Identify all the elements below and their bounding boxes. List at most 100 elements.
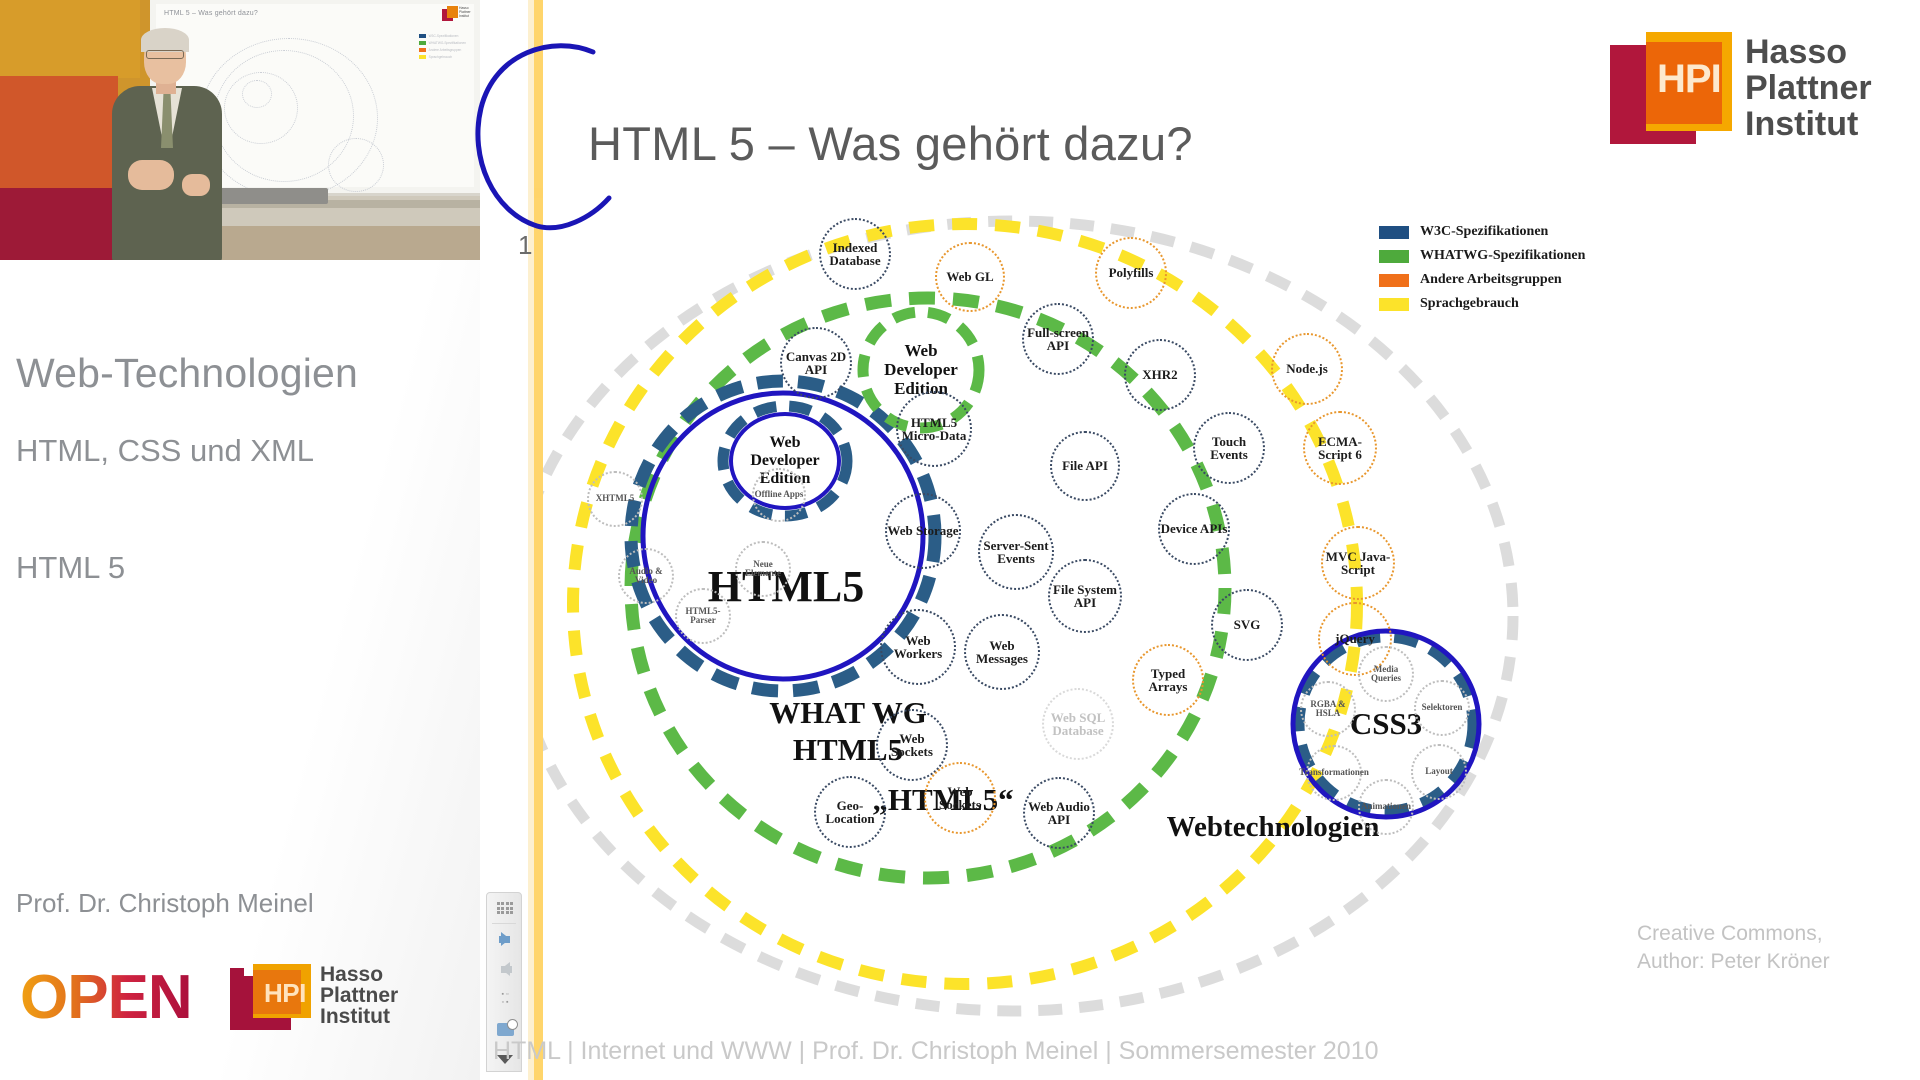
- node-ecmascript6: ECMA-Script 6: [1303, 411, 1377, 485]
- label-webtechnologien: Webtechnologien: [1166, 811, 1380, 843]
- node-touch-events: Touch Events: [1193, 412, 1265, 484]
- legend-item: WHATWG-Spezifikationen: [1379, 248, 1585, 264]
- divider-vertical: [534, 0, 543, 1080]
- ring-whatwg-html5: [624, 291, 1232, 885]
- node-web-messages: Web Messages: [964, 614, 1040, 690]
- node-nodejs: Node.js: [1271, 333, 1343, 405]
- legend-label: WHATWG-Spezifikationen: [1420, 248, 1586, 263]
- node-web-audio-api: Web Audio API: [1023, 777, 1095, 849]
- chevron-down-icon[interactable]: [487, 1044, 523, 1074]
- node-device-apis: Device APIs: [1158, 493, 1230, 565]
- page-title: HTML 5 – Was gehört dazu?: [588, 117, 1193, 170]
- projection-legend: W3C-Spezifikationen WHATWG-Spezifikation…: [418, 34, 466, 62]
- ring-webtechnologien: [543, 215, 1519, 1017]
- openhpi-orange-inner: [253, 970, 301, 1014]
- projection-slide-title: HTML 5 – Was gehört dazu?: [164, 10, 258, 17]
- node-web-sockets-blue: Web Sockets: [876, 709, 948, 781]
- legend-item: Andere Arbeitsgruppen: [1379, 272, 1585, 288]
- grid-icon[interactable]: [487, 893, 523, 923]
- credit-line-1: Creative Commons,: [1637, 922, 1823, 945]
- node-layout: Layout: [1411, 744, 1467, 800]
- course-subtitle-2: HTML 5: [16, 550, 126, 585]
- node-indexed-database: Indexed Database: [819, 218, 891, 290]
- node-file-api: File API: [1050, 431, 1120, 501]
- node-file-system-api: File System API: [1048, 559, 1122, 633]
- diagram-legend: W3C-Spezifikationen WHATWG-Spezifikation…: [1379, 224, 1585, 320]
- toolbar-divider: [492, 923, 516, 924]
- credit-note: Creative Commons, Author: Peter Kröner: [1637, 920, 1830, 976]
- node-svg: SVG: [1211, 589, 1283, 661]
- hpi-abbr-text: HPI: [1657, 57, 1722, 101]
- course-author: Prof. Dr. Christoph Meinel: [16, 888, 314, 918]
- video-laptop: [218, 188, 328, 204]
- player-toolbar[interactable]: ▪ ▫▫ ▪: [486, 892, 522, 1072]
- node-canvas-2d-api: Canvas 2D API: [780, 327, 852, 399]
- hpi-orange-inner: [1646, 42, 1722, 124]
- label-css3: CSS3: [1349, 706, 1423, 741]
- node-geo-location: Geo-Location: [814, 776, 886, 848]
- node-neue-elemente: Neue Elemente: [735, 541, 791, 597]
- node-offline-apps: Offline Apps: [752, 468, 806, 522]
- legend-item: W3C-Spezifikationen: [1379, 224, 1585, 240]
- credit-line-2: Author: Peter Kröner: [1637, 950, 1830, 973]
- arrow-right-icon[interactable]: [487, 924, 523, 954]
- node-xhtml5: XHTML5: [587, 471, 643, 527]
- node-animationen: Animationen: [1358, 779, 1414, 835]
- node-web-workers: Web Workers: [880, 609, 956, 685]
- node-web-gl: Web GL: [935, 242, 1005, 312]
- openhpi-hpi-text: HPI: [264, 978, 306, 1008]
- node-audio-video: Audio & Video: [618, 548, 674, 604]
- legend-label: Sprachgebrauch: [1420, 296, 1519, 311]
- node-jquery: jQuery: [1318, 602, 1392, 676]
- node-polyfills: Polyfills: [1095, 237, 1167, 309]
- legend-label: Andere Arbeitsgruppen: [1420, 272, 1562, 287]
- course-info-panel: Web-Technologien HTML, CSS und XML HTML …: [0, 260, 480, 1080]
- lecturer-glasses: [146, 50, 184, 59]
- node-html5-parser: HTML5-Parser: [675, 588, 731, 644]
- node-web-sql-database: Web SQL Database: [1042, 688, 1114, 760]
- lecturer-hair: [141, 28, 189, 52]
- lecturer-tie: [161, 94, 173, 148]
- video-wall-red: [0, 188, 118, 260]
- video-desk-edge: [150, 200, 480, 208]
- node-media-queries: Media Queries: [1358, 646, 1414, 702]
- lecturer-hands: [128, 160, 174, 190]
- node-mvc-javascript: MVC Java-Script: [1321, 526, 1395, 600]
- node-xhr2: XHR2: [1124, 339, 1196, 411]
- lecturer-figure: [100, 28, 242, 260]
- node-fullscreen-api: Full-screen API: [1022, 303, 1094, 375]
- legend-item: Sprachgebrauch: [1379, 296, 1585, 312]
- course-title: Web-Technologien: [16, 350, 359, 396]
- node-rgba-hsla: RGBA & HSLA: [1300, 681, 1356, 737]
- video-wall-top: [0, 0, 140, 78]
- node-html5-microdata: HTML5 Micro-Data: [896, 391, 972, 467]
- html5-ecosystem-diagram: W3C-Spezifikationen WHATWG-Spezifikation…: [543, 196, 1920, 1046]
- settings-icon[interactable]: ▪ ▫▫ ▪: [501, 991, 509, 1006]
- openhpi-wordmark: OPEN: [20, 963, 193, 1032]
- legend-label: W3C-Spezifikationen: [1420, 224, 1549, 239]
- lecturer-hand-right: [182, 174, 210, 196]
- slide-footer: HTML | Internet und WWW | Prof. Dr. Chri…: [493, 1037, 1379, 1065]
- course-subtitle-1: HTML, CSS und XML: [16, 433, 315, 468]
- screen-icon[interactable]: [487, 1014, 523, 1044]
- arrow-left-icon[interactable]: [487, 954, 523, 984]
- projection-hpi-orange: [447, 6, 458, 18]
- node-web-sockets-orange: Web Sockets: [924, 762, 996, 834]
- node-typed-arrays: Typed Arrays: [1132, 644, 1204, 716]
- divider-vertical-light: [528, 0, 534, 1080]
- node-selektoren: Selektoren: [1414, 680, 1470, 736]
- node-web-storage: Web Storage: [885, 493, 961, 569]
- node-transformationen: Transformationen: [1299, 745, 1369, 801]
- slide-number: 1: [518, 230, 533, 260]
